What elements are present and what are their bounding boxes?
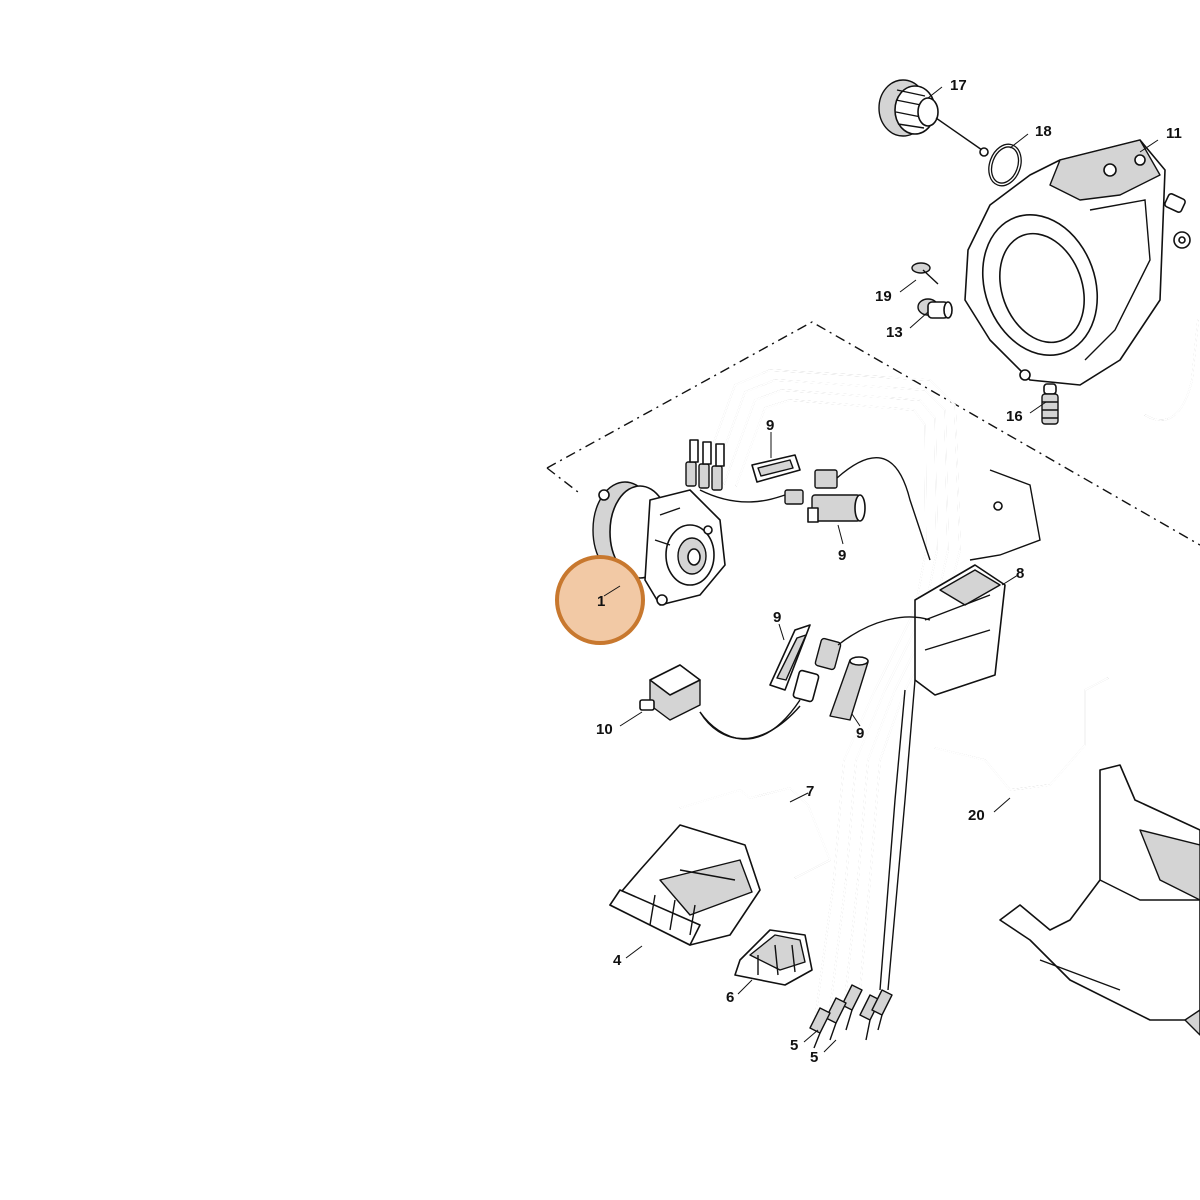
part-13-grommet[interactable] — [917, 298, 953, 319]
callout-5b: 5 — [810, 1049, 818, 1066]
part-11-housing[interactable] — [964, 139, 1166, 386]
callout-13: 13 — [886, 324, 903, 341]
part-18-o-ring[interactable] — [985, 141, 1025, 188]
callout-17: 17 — [950, 77, 967, 94]
callout-9a: 9 — [766, 417, 774, 434]
part-4-bracket[interactable] — [609, 824, 761, 946]
highlight-marker-part-1[interactable] — [555, 555, 645, 645]
part-6-holder[interactable] — [734, 929, 813, 986]
part-19-screw[interactable] — [911, 262, 939, 285]
part-1-motor[interactable] — [592, 481, 726, 606]
callout-16: 16 — [1006, 408, 1023, 425]
leader-lines — [605, 86, 1159, 1053]
part-17-cap[interactable] — [878, 79, 989, 157]
callout-5a: 5 — [790, 1037, 798, 1054]
right-hose — [1144, 319, 1199, 421]
callout-6: 6 — [726, 989, 734, 1006]
part-9-connector-upper-b[interactable] — [807, 494, 866, 523]
callout-11: 11 — [1166, 125, 1182, 142]
fastener-group-right[interactable] — [1164, 193, 1191, 249]
callout-20: 20 — [968, 807, 985, 824]
highlight-circle — [555, 555, 645, 645]
assembly-boundary — [546, 321, 1200, 546]
callout-1: 1 — [597, 593, 605, 610]
callout-9d: 9 — [856, 725, 864, 742]
callout-9b: 9 — [838, 547, 846, 564]
callout-10: 10 — [596, 721, 613, 738]
part-7-wire-clip[interactable] — [679, 787, 832, 879]
part-10-switch[interactable] — [639, 664, 801, 740]
callout-9c: 9 — [773, 609, 781, 626]
callout-8: 8 — [1016, 565, 1024, 582]
harness-connectors-top — [685, 439, 725, 491]
callout-18: 18 — [1035, 123, 1052, 140]
part-9-connector-lower-a[interactable] — [769, 624, 811, 691]
wire-harness-main — [699, 369, 961, 1021]
callout-19: 19 — [875, 288, 892, 305]
part-8-control-module[interactable] — [914, 564, 1006, 696]
part-9-connector-upper-a[interactable] — [751, 454, 801, 483]
callout-7: 7 — [806, 783, 814, 800]
callout-4: 4 — [613, 952, 622, 969]
connector-plug-lower — [792, 616, 931, 703]
part-5-terminals[interactable] — [809, 984, 893, 1049]
part-16-plug[interactable] — [1041, 383, 1059, 425]
connector-plug-upper — [699, 457, 931, 561]
harness-loop-right — [969, 469, 1041, 561]
housing-shell-lower-right — [999, 764, 1200, 1036]
part-20-hose[interactable] — [934, 677, 1109, 791]
part-9-connector-lower-b[interactable] — [829, 656, 869, 721]
